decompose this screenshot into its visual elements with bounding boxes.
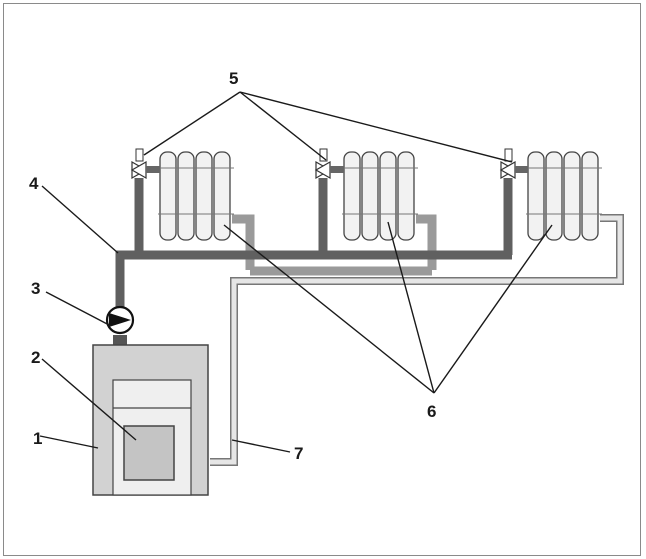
callout-4: 4 [29,174,39,193]
radiator-1 [158,151,234,241]
callout-2: 2 [31,348,40,367]
callout-6: 6 [427,402,436,421]
valve-3-icon [499,148,528,180]
supply-pipe [115,178,513,318]
callout-1: 1 [33,429,42,448]
callout-7: 7 [294,444,303,463]
return-pipe-main [210,214,624,466]
boiler [92,344,209,496]
callout-3: 3 [31,279,40,298]
radiator-3 [526,151,602,241]
leader-lines [39,91,553,453]
callout-5: 5 [229,69,238,88]
radiator-2 [342,151,418,241]
pump-icon [105,305,135,347]
valve-2-icon [314,148,344,180]
boiler-firebox-window [123,425,175,481]
valve-1-icon [130,148,160,180]
